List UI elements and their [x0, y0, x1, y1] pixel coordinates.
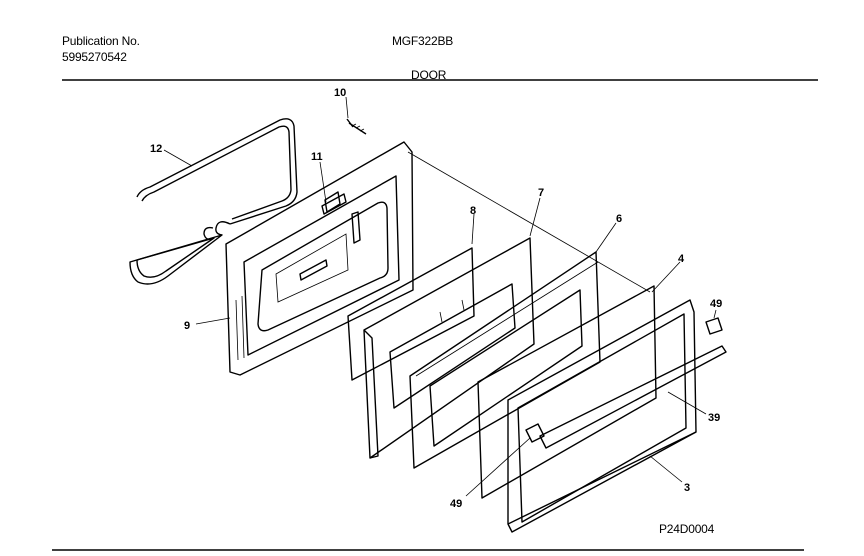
leader-6: [595, 222, 617, 253]
leader-39: [667, 391, 707, 415]
callout-6: 6: [616, 213, 622, 225]
callout-4: 4: [678, 253, 685, 265]
part-8-insulation: [347, 247, 475, 381]
callout-3: 3: [684, 482, 690, 494]
alignment-line: [407, 151, 651, 293]
leader-9: [195, 317, 231, 325]
leader-11: [319, 161, 327, 203]
part-7-liner: [363, 237, 535, 459]
part-12-gasket: [129, 118, 298, 285]
leader-8: [471, 213, 475, 245]
callout-7: 7: [538, 187, 544, 199]
part-49-handle-cap-right: [705, 317, 723, 335]
callout-11: 11: [311, 151, 323, 163]
callout-9: 9: [184, 320, 190, 332]
part-9-inner-door: [225, 141, 414, 376]
callout-49-right: 49: [710, 298, 722, 310]
part-6-glass-frame: [409, 251, 601, 469]
leader-49b: [465, 437, 531, 497]
callout-12: 12: [150, 143, 162, 155]
part-11-latch: [321, 193, 347, 215]
part-10-screw: [346, 118, 367, 135]
diagram-code: P24D0004: [659, 522, 715, 536]
model-number: MGF322BB: [392, 34, 454, 48]
callout-39: 39: [708, 412, 720, 424]
leader-10: [345, 96, 349, 119]
leader-7: [529, 197, 541, 237]
section-title: DOOR: [411, 68, 447, 82]
callout-49-left: 49: [450, 498, 462, 510]
part-39-handle: [539, 345, 727, 449]
callout-8: 8: [470, 205, 476, 217]
part-4-glass: [477, 285, 657, 499]
publication-label: Publication No.: [62, 34, 140, 48]
part-3-outer-door: [507, 299, 697, 533]
publication-number: 5995270542: [62, 50, 127, 64]
leader-4: [651, 261, 681, 293]
leader-49a: [713, 309, 717, 319]
leader-3: [649, 455, 683, 483]
callout-10: 10: [334, 87, 346, 99]
leader-12: [163, 149, 193, 167]
